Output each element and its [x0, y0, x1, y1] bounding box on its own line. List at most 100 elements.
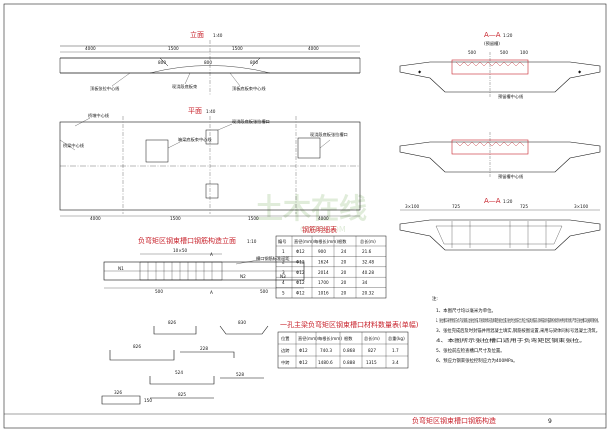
qty-r1-c6: 1.7: [392, 348, 399, 353]
qty-th-5: 总长(m): [364, 335, 380, 342]
plan-title: 平面: [188, 107, 202, 115]
plan-view: 平面 1:40 桥墩中心线 箱梁底板束中心线 现浇段底板张拉槽口 现浇段底板张拉…: [59, 107, 361, 221]
qty-r1-c4: 0.868: [343, 348, 355, 353]
section-a-title: A—A: [484, 31, 501, 39]
rebar-th-1: 编号: [278, 238, 286, 245]
section-b-dim-3: 725: [520, 204, 528, 209]
qty-r2-c6: 3.4: [392, 360, 399, 365]
elev-sub-dim-3: 800: [250, 60, 258, 65]
bar-label-4: 228: [200, 346, 208, 351]
detail-dim-3: 500: [260, 289, 268, 294]
plan-label-1: 桥墩中心线: [88, 112, 110, 119]
rebar-r2-c1: 2: [282, 259, 285, 264]
section-a-marker-1: ◆: [418, 69, 422, 74]
footer: 负弯矩区钢束槽口钢筋构造 9: [4, 413, 606, 425]
elev-dim-2: 1500: [168, 46, 179, 51]
qty-r1-c1: 边跨: [281, 347, 290, 354]
detail-view: 负弯矩区钢束槽口钢筋构造立面 1:10 10×50 A N1 N2 N3 槽口钢…: [103, 236, 305, 295]
qty-r1-c2: Φ12: [299, 348, 308, 353]
elev-label-2: 现浇段底板束: [172, 83, 198, 90]
elevation-scale: 1:40: [213, 33, 223, 38]
section-a-marker-2: ◆: [578, 69, 582, 74]
section-a-dim-2: 500: [500, 50, 508, 55]
note-1: 1、本图尺寸均以毫米为单位。: [436, 307, 496, 314]
section-a-view: A—A 1:20 (预留槽) 500 500 100 预留槽中心线 ◆ ◆: [399, 31, 601, 100]
elevation-view: 立面 1:40 4000 1500 1500 4000 800 800 800 …: [59, 30, 361, 95]
plan-label-3: 现浇段底板张拉槽口: [232, 118, 270, 125]
detail-dim-2: 500: [155, 289, 163, 294]
elev-sub-dim-2: 800: [204, 60, 212, 65]
detail-label: 槽口钢筋标准间距: [256, 255, 290, 262]
bar-label-2: 830: [238, 320, 246, 325]
note-2: 2、张拉槽口采用预留方式,内设钢筋,边张拉封锚,可视现场情况选择最后张拉位置,张…: [436, 317, 600, 324]
elev-label-1: 顶板张拉中心线: [90, 85, 120, 92]
rebar-r5-c1: 5: [282, 291, 285, 296]
footer-title: 负弯矩区钢束槽口钢筋构造: [412, 416, 496, 425]
bar-shapes: [101, 325, 269, 405]
qty-r2-c5: 1315: [366, 360, 377, 365]
rebar-r4-c2: Φ12: [296, 280, 305, 285]
qty-r2-c3: 1480.6: [318, 360, 333, 365]
plan-dim-4: 4000: [318, 216, 329, 221]
qty-th-4: 根数: [344, 335, 353, 342]
elev-label-3: 顶板底板束中心线: [232, 85, 266, 92]
notes-header: 注:: [432, 295, 438, 302]
note-3: 3、张拉完成后及时封锚并用混凝土填实,钢筋按图设置,采用与梁体同标号混凝土浇筑。: [436, 327, 600, 334]
section-a-label-1: 预留槽中心线: [498, 93, 524, 100]
rebar-r2-c5: 32.48: [362, 259, 374, 264]
qty-r1-c5: 827: [368, 348, 376, 353]
detail-dim-1: 10×50: [173, 248, 188, 253]
section-b-dim-4: 3×100: [574, 204, 589, 209]
notes: 注: 1、本图尺寸均以毫米为单位。 2、张拉槽口采用预留方式,内设钢筋,边张拉封…: [432, 295, 600, 364]
detail-section-mark-bottom: A: [210, 290, 213, 295]
rebar-th-5: 总长(m): [360, 238, 376, 245]
detail-section-mark-top: A: [210, 252, 213, 257]
sheet-frame: [3, 3, 607, 429]
rebar-r3-c5: 40.28: [362, 270, 374, 275]
bar-label-3: 826: [133, 344, 141, 349]
rebar-r3-c1: 3: [282, 270, 285, 275]
qty-th-6: 总重(kg): [388, 335, 405, 341]
plan-label-2: 箱梁底板束中心线: [178, 136, 212, 143]
section-a2-label: 预留槽中心线: [498, 173, 524, 180]
section-a-dim-3: 100: [520, 50, 528, 55]
plan-dim-1: 4000: [90, 216, 101, 221]
section-b-dim-2: 725: [452, 204, 460, 209]
quantity-table: 一孔主梁负弯矩区钢束槽口材料数量表(单幅) 位置 直径(mm) 每根长(mm) …: [277, 320, 419, 369]
rebar-table-title: 钢筋明细表: [302, 225, 337, 234]
bar-label-8: 150: [144, 398, 152, 403]
plan-side-label: 桥梁中心线: [63, 142, 85, 149]
elev-dim-3: 1500: [232, 46, 243, 51]
watermark-en: COI88.COM: [300, 225, 346, 234]
plan-label-4: 现浇段底板张拉槽口: [310, 131, 348, 138]
rebar-r4-c5: 34: [362, 280, 368, 285]
detail-marker-1: N1: [118, 266, 124, 271]
rebar-r5-c3: 1016: [318, 291, 329, 296]
watermark-cn: 土木在线: [255, 192, 367, 225]
bar-label-5: 524: [175, 370, 183, 375]
plan-scale: 1:40: [206, 109, 216, 114]
note-5: 5、张拉前应检查槽口尺寸及位置。: [436, 347, 505, 354]
rebar-th-2: 直径(mm): [294, 238, 314, 244]
qty-th-2: 直径(mm): [298, 335, 318, 341]
section-a2-view: 预留槽中心线: [399, 132, 601, 180]
elevation-title: 立面: [190, 30, 204, 39]
rebar-r4-c4: 20: [341, 280, 347, 285]
qty-th-3: 每根长(mm): [318, 335, 342, 342]
section-a-subtitle: (预留槽): [484, 40, 500, 47]
rebar-r5-c5: 20.32: [362, 291, 374, 296]
detail-marker-3: N3: [280, 274, 286, 279]
rebar-r3-c4: 20: [341, 270, 347, 275]
rebar-r4-c3: 1700: [318, 280, 329, 285]
qty-r1-c3: 740.3: [320, 348, 332, 353]
plan-dim-3: 1500: [248, 216, 259, 221]
note-6: 6、预应力钢束张拉控制应力为400MPa。: [436, 357, 518, 364]
elev-sub-dim-1: 800: [158, 60, 166, 65]
rebar-r3-c3: 2014: [318, 270, 329, 275]
note-4: 4、本图所示张拉槽口适用于负弯矩区钢束张拉。: [436, 337, 586, 344]
rebar-r2-c3: 1624: [318, 259, 329, 264]
bar-shape-labels: 826 830 826 228 524 528 326 150 825: [114, 320, 246, 403]
qty-r2-c4: 0.888: [343, 360, 355, 365]
rebar-r1-c4: 24: [341, 249, 347, 254]
